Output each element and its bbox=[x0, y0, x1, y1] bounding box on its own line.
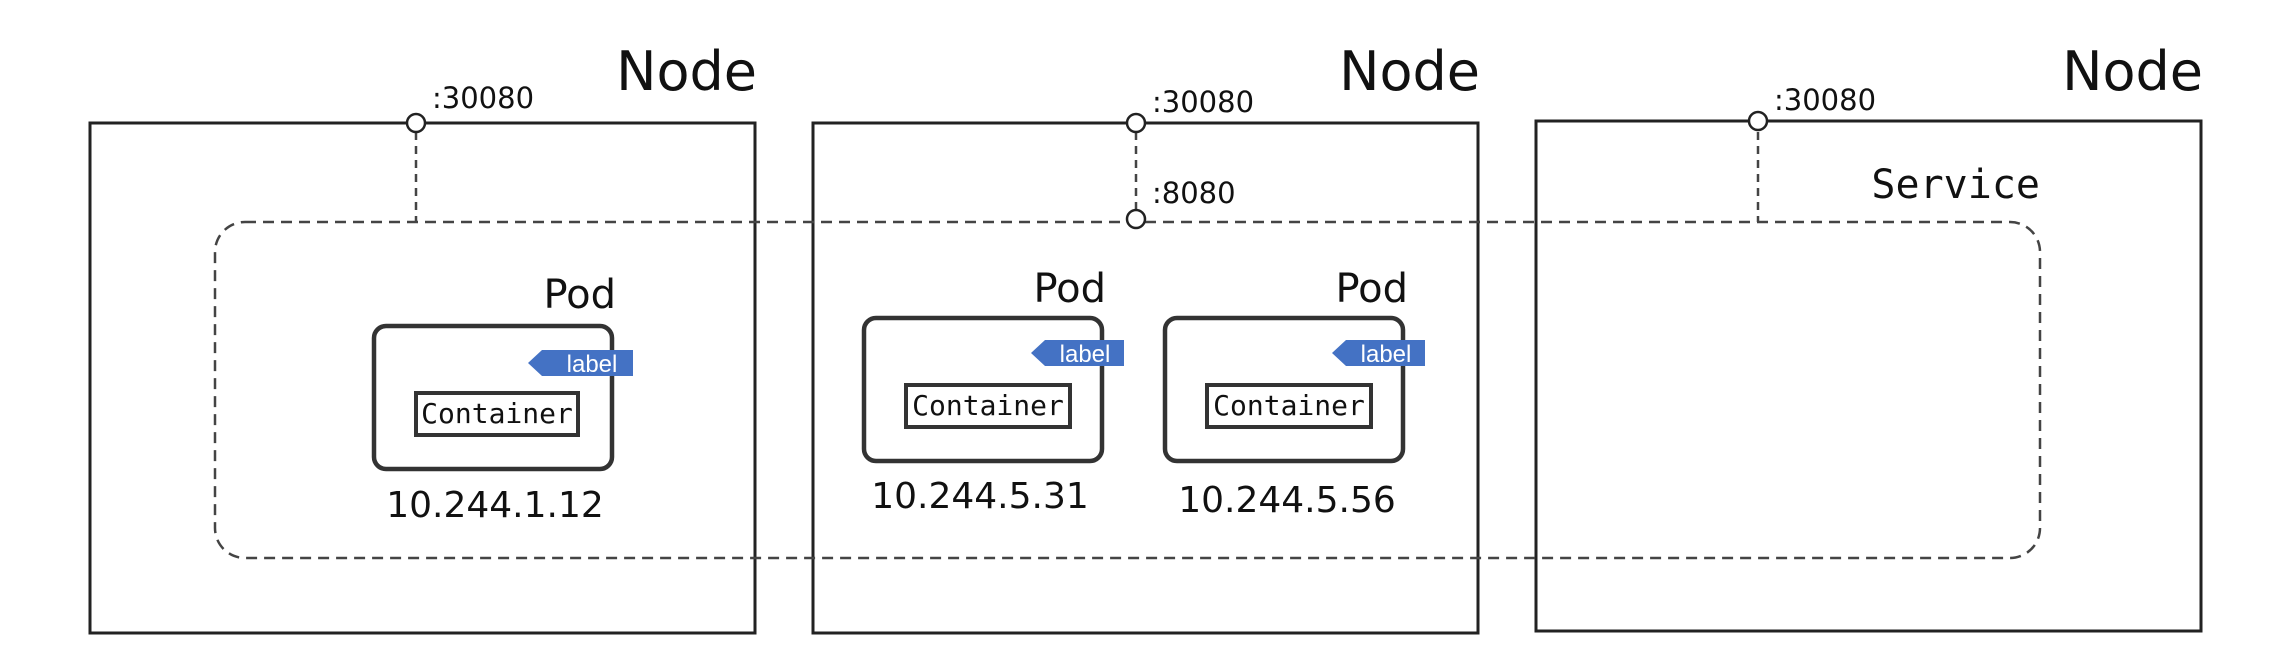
pod-label-text-2: label bbox=[1060, 341, 1111, 368]
pod-1: Pod label Container 10.244.1.12 bbox=[371, 272, 633, 526]
pod-title-2: Pod bbox=[1033, 266, 1106, 312]
service-port-label: :8080 bbox=[1152, 176, 1236, 210]
nodeport-label-3: :30080 bbox=[1774, 83, 1876, 117]
container-box-2 bbox=[904, 383, 1072, 429]
container-box-1 bbox=[414, 391, 580, 437]
nodeport-circle-3 bbox=[1747, 110, 1769, 132]
node-title-1: Node bbox=[616, 40, 757, 103]
node-title-2: Node bbox=[1339, 40, 1480, 103]
container-text-2: Container bbox=[912, 389, 1064, 422]
pod-label-text-1: label bbox=[567, 351, 618, 378]
nodeport-label-2: :30080 bbox=[1152, 85, 1254, 119]
pod-box-1 bbox=[371, 323, 615, 472]
pod-ip-2: 10.244.5.31 bbox=[871, 476, 1089, 517]
pod-box-2 bbox=[861, 315, 1105, 464]
pod-title-3: Pod bbox=[1335, 266, 1408, 312]
service-port-circle bbox=[1125, 208, 1147, 230]
pod-3: Pod label Container 10.244.5.56 bbox=[1162, 266, 1425, 521]
nodeport-label-1: :30080 bbox=[432, 81, 534, 115]
pod-2: Pod label Container 10.244.5.31 bbox=[861, 266, 1124, 517]
pod-title-1: Pod bbox=[543, 272, 616, 318]
pod-label-tag-3 bbox=[1332, 340, 1425, 366]
node-title-3: Node bbox=[2062, 40, 2203, 103]
container-text-3: Container bbox=[1213, 389, 1365, 422]
pod-ip-3: 10.244.5.56 bbox=[1178, 480, 1396, 521]
pod-ip-1: 10.244.1.12 bbox=[386, 485, 604, 526]
service-title: Service bbox=[1871, 162, 2040, 208]
nodeport-circle-2 bbox=[1125, 112, 1147, 134]
pod-label-tag-2 bbox=[1031, 340, 1124, 366]
node-box-3 bbox=[1534, 119, 2203, 633]
container-box-3 bbox=[1205, 383, 1373, 429]
container-text-1: Container bbox=[421, 397, 573, 430]
pod-label-text-3: label bbox=[1361, 341, 1412, 368]
pod-label-tag-1 bbox=[528, 350, 633, 376]
node-box-2 bbox=[811, 121, 1480, 635]
pod-box-3 bbox=[1162, 315, 1406, 464]
node-box-1 bbox=[88, 121, 757, 635]
nodeport-circle-1 bbox=[405, 112, 427, 134]
